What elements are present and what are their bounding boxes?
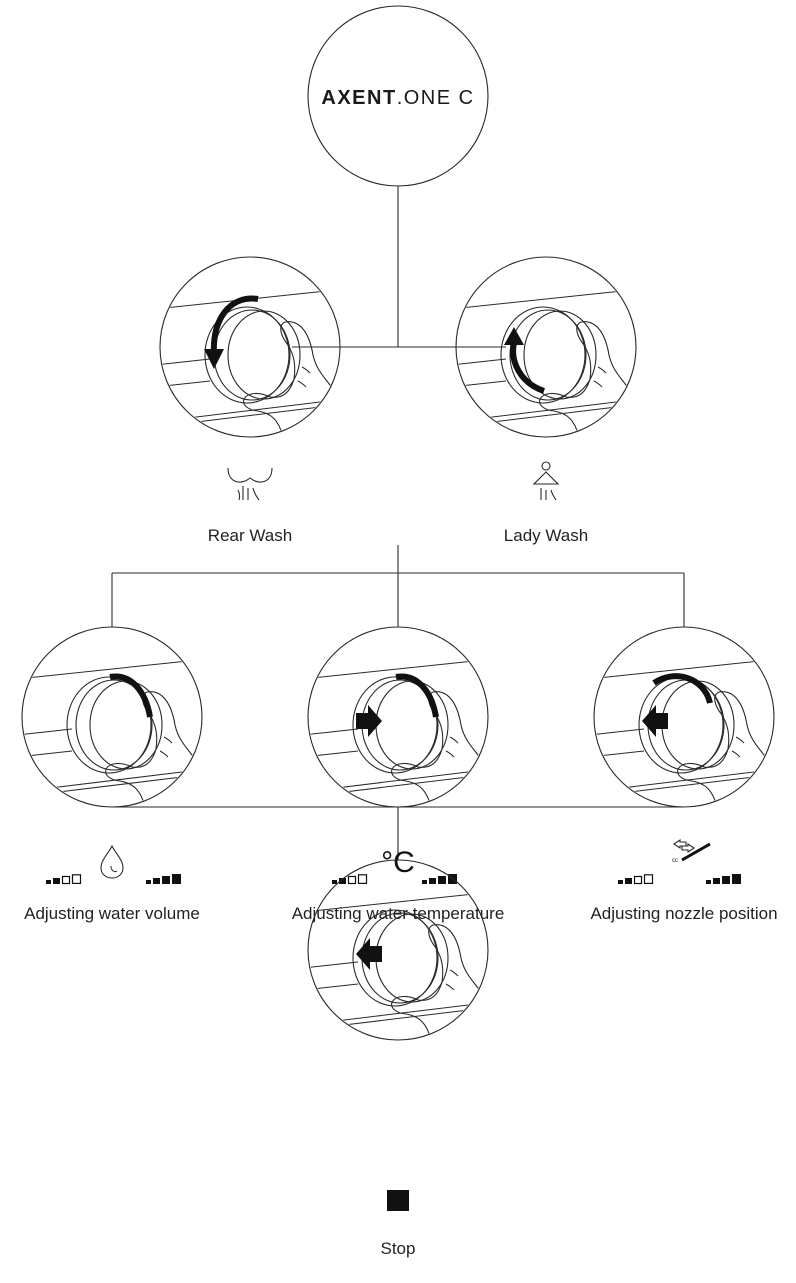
nozzle-position-knob[interactable]	[589, 627, 779, 812]
water-volume-knob[interactable]	[17, 627, 207, 812]
water-volume-high-bars	[146, 874, 181, 884]
brand-badge: AXENT.ONE C	[307, 5, 489, 187]
water-temperature-high-bars	[422, 874, 457, 884]
rotate-arrow-icon	[504, 327, 524, 345]
water-temperature-knob[interactable]	[303, 627, 493, 812]
nozzle-icon: cc	[672, 838, 711, 864]
lady-wash-label: Lady Wash	[504, 526, 588, 545]
nozzle-low-bars	[617, 874, 654, 885]
push-arrow-icon	[356, 705, 382, 737]
water-temperature-low-bars	[331, 874, 368, 885]
lady-wash-knob[interactable]	[451, 257, 641, 442]
rear-wash-label: Rear Wash	[208, 526, 292, 545]
water-volume-low-bars	[45, 874, 82, 885]
celsius-icon: °C	[381, 846, 415, 879]
push-arrow-icon	[642, 705, 668, 737]
svg-text:AXENT.ONE C: AXENT.ONE C	[321, 87, 474, 109]
push-arrow-icon	[356, 938, 382, 970]
brand-light: .ONE C	[397, 87, 475, 109]
connector-lines	[111, 186, 685, 860]
lady-wash-icon	[532, 461, 560, 501]
rear-wash-icon	[227, 467, 273, 501]
svg-text:cc: cc	[672, 858, 678, 864]
rear-wash-knob[interactable]	[155, 257, 345, 442]
stop-square-icon	[387, 1190, 409, 1211]
water-drop-icon	[100, 844, 124, 879]
water-volume-label: Adjusting water volume	[24, 904, 200, 923]
brand-bold: AXENT	[321, 87, 396, 109]
rotate-arrow-icon	[204, 349, 224, 369]
nozzle-high-bars	[706, 874, 741, 884]
stop-label: Stop	[381, 1239, 416, 1258]
stop-knob[interactable]	[303, 860, 493, 1045]
nozzle-position-label: Adjusting nozzle position	[590, 904, 777, 923]
